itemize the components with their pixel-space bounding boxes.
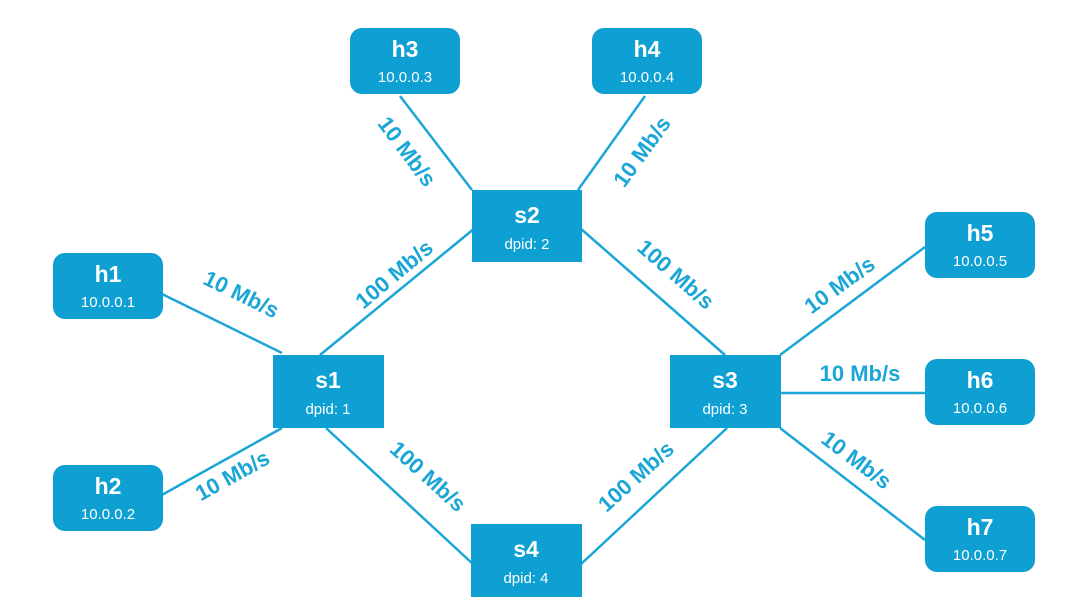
host-name: h1 (95, 261, 122, 287)
link-line-h4-s2 (576, 95, 647, 191)
switch-dpid: dpid: 4 (503, 570, 548, 587)
link-h4-s2: 10 Mb/s (576, 95, 676, 192)
link-line-s1-s4 (325, 427, 475, 566)
host-h3[interactable]: h3 10.0.0.3 (350, 28, 460, 94)
host-name: h5 (967, 220, 994, 246)
switches-layer: s1 dpid: 1 s2 dpid: 2 s3 dpid: 3 s4 dpid… (273, 190, 781, 597)
link-line-s4-s3 (579, 427, 728, 566)
host-box (925, 212, 1035, 278)
link-s2-s3: 100 Mb/s (579, 227, 726, 356)
host-box (925, 359, 1035, 425)
host-h5[interactable]: h5 10.0.0.5 (925, 212, 1035, 278)
host-box (53, 253, 163, 319)
host-h6[interactable]: h6 10.0.0.6 (925, 359, 1035, 425)
host-h1[interactable]: h1 10.0.0.1 (53, 253, 163, 319)
switch-name: s3 (712, 367, 738, 393)
switch-name: s4 (513, 536, 539, 562)
switch-s2[interactable]: s2 dpid: 2 (472, 190, 582, 262)
host-box (53, 465, 163, 531)
link-line-s1-s2 (319, 227, 476, 356)
link-line-s2-s3 (579, 227, 726, 356)
link-label-s2-s3: 100 Mb/s (633, 234, 720, 314)
switch-dpid: dpid: 2 (504, 236, 549, 253)
switch-box (273, 355, 384, 428)
link-line-s3-h5 (779, 245, 926, 357)
hosts-layer: h1 10.0.0.1 h2 10.0.0.2 h3 10.0.0.3 h4 1… (53, 28, 1035, 572)
host-box (592, 28, 702, 94)
link-s4-s3: 100 Mb/s (579, 427, 728, 566)
host-h7[interactable]: h7 10.0.0.7 (925, 506, 1035, 572)
host-ip: 10.0.0.7 (953, 547, 1007, 564)
host-ip: 10.0.0.6 (953, 400, 1007, 417)
link-label-h2-s1: 10 Mb/s (191, 445, 274, 506)
host-ip: 10.0.0.5 (953, 253, 1007, 270)
link-label-s1-s4: 100 Mb/s (385, 436, 471, 517)
host-ip: 10.0.0.3 (378, 69, 432, 86)
link-s3-h7: 10 Mb/s (779, 426, 926, 541)
switch-box (471, 524, 582, 597)
host-h4[interactable]: h4 10.0.0.4 (592, 28, 702, 94)
link-line-s3-h7 (779, 427, 926, 541)
host-ip: 10.0.0.2 (81, 506, 135, 523)
link-line-h1-s1 (159, 291, 283, 355)
link-label-s4-s3: 100 Mb/s (593, 436, 679, 517)
links-layer: 10 Mb/s 10 Mb/s 10 Mb/s 10 Mb/s 100 Mb/s… (159, 95, 926, 566)
link-s1-s4: 100 Mb/s (325, 427, 475, 566)
switch-box (472, 190, 582, 262)
switch-name: s2 (514, 202, 540, 228)
link-s1-s2: 100 Mb/s (319, 227, 476, 356)
link-label-s3-h6: 10 Mb/s (820, 361, 901, 386)
link-line-h2-s1 (159, 426, 283, 498)
link-h3-s2: 10 Mb/s (373, 95, 473, 191)
link-label-s1-s2: 100 Mb/s (351, 235, 438, 314)
link-h1-s1: 10 Mb/s (159, 265, 283, 355)
host-ip: 10.0.0.4 (620, 69, 674, 86)
host-name: h2 (95, 473, 122, 499)
link-s3-h6: 10 Mb/s (780, 361, 925, 395)
link-line-h3-s2 (399, 95, 473, 191)
host-name: h4 (634, 36, 661, 62)
host-ip: 10.0.0.1 (81, 294, 135, 311)
link-s3-h5: 10 Mb/s (779, 245, 926, 357)
link-label-h3-s2: 10 Mb/s (373, 112, 442, 191)
switch-s3[interactable]: s3 dpid: 3 (670, 355, 781, 428)
host-box (925, 506, 1035, 572)
link-h2-s1: 10 Mb/s (159, 426, 283, 506)
host-name: h3 (392, 36, 419, 62)
switch-name: s1 (315, 367, 341, 393)
switch-box (670, 355, 781, 428)
link-label-h1-s1: 10 Mb/s (200, 265, 283, 323)
switch-dpid: dpid: 1 (305, 401, 350, 418)
link-label-s3-h7: 10 Mb/s (817, 426, 896, 495)
switch-s4[interactable]: s4 dpid: 4 (471, 524, 582, 597)
host-name: h6 (967, 367, 994, 393)
switch-dpid: dpid: 3 (702, 401, 747, 418)
host-h2[interactable]: h2 10.0.0.2 (53, 465, 163, 531)
switch-s1[interactable]: s1 dpid: 1 (273, 355, 384, 428)
host-box (350, 28, 460, 94)
link-label-h4-s2: 10 Mb/s (608, 112, 676, 192)
host-name: h7 (967, 514, 994, 540)
link-label-s3-h5: 10 Mb/s (800, 251, 880, 319)
